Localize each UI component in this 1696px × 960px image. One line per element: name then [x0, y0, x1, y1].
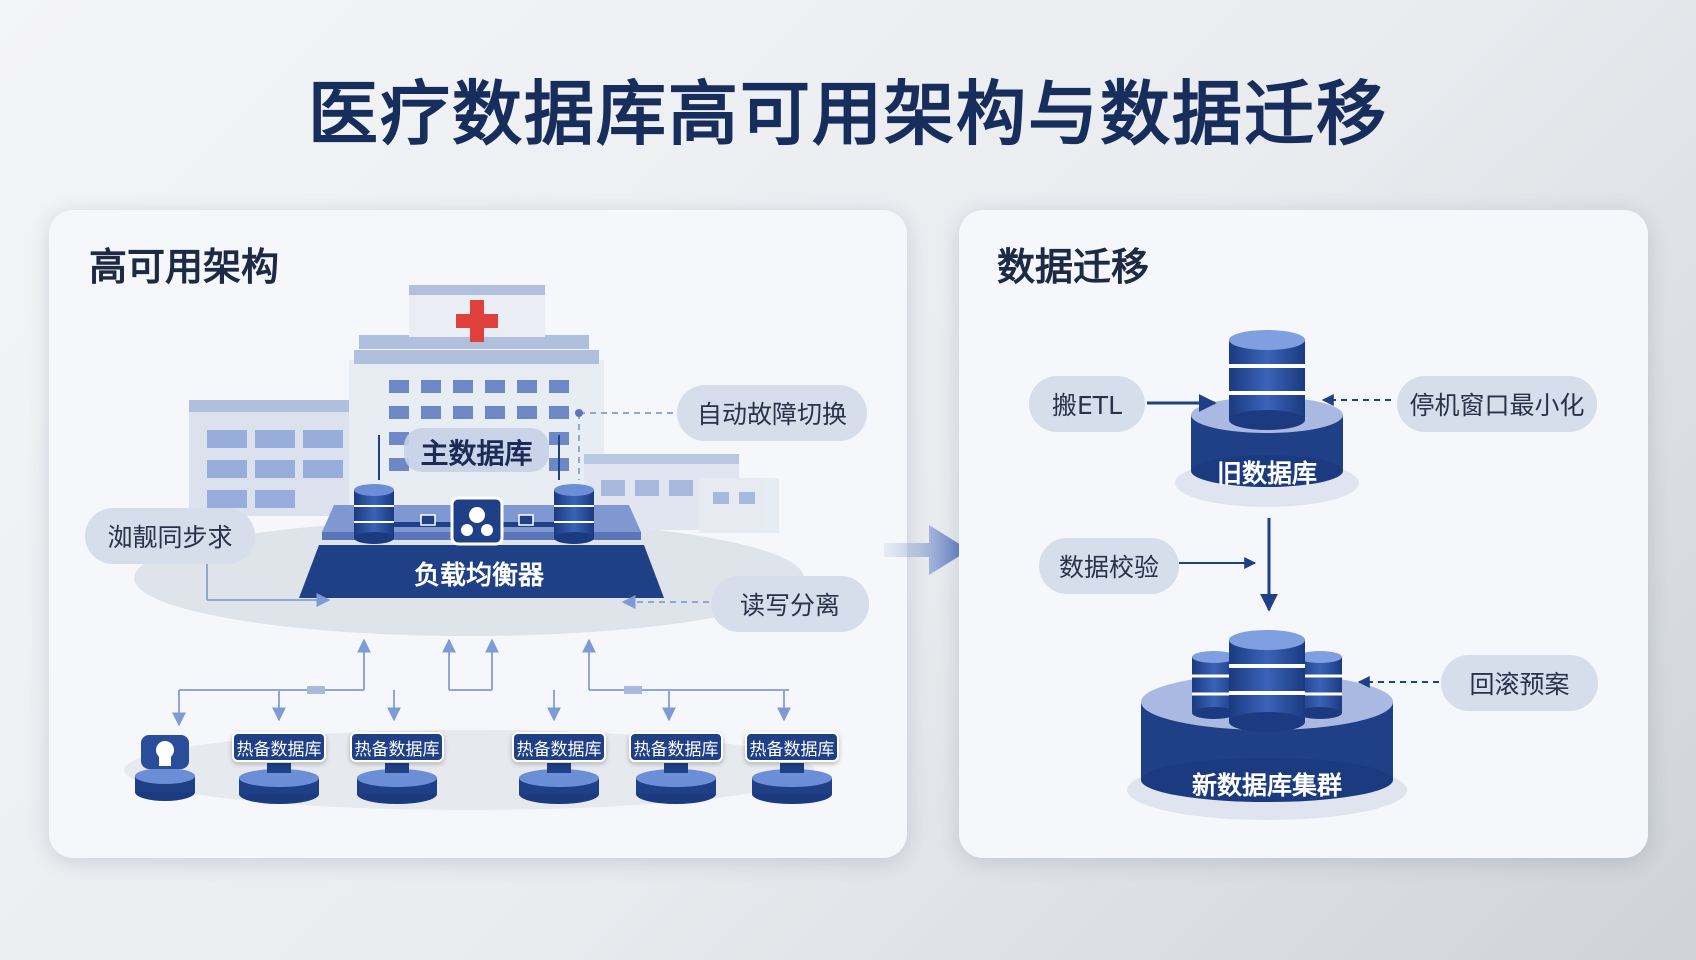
cluster-db-right-icon	[1298, 651, 1342, 719]
page-title: 医疗数据库高可用架构与数据迁移	[308, 73, 1388, 155]
cluster-hub-icon	[450, 496, 504, 546]
auto-failover-callout: 自动故障切换	[677, 385, 867, 441]
etl-callout: 搬ETL	[1029, 376, 1145, 432]
primary-db-badge	[404, 428, 549, 472]
transition-arrow-icon	[884, 525, 969, 575]
data-migration-title: 数据迁移	[997, 245, 1150, 289]
high-availability-panel: 高可用架构	[49, 210, 907, 858]
load-balancer-label: 负载均衡器	[413, 561, 544, 591]
service-node-icon	[135, 735, 195, 801]
primary-db-label: 主数据库	[420, 437, 533, 470]
downtime-callout: 停机窗口最小化	[1397, 376, 1597, 432]
migration-diagram	[1127, 330, 1439, 820]
standby-node-label-5: 热备数据库	[745, 732, 839, 762]
primary-db-left-icon	[354, 484, 394, 544]
rollback-callout: 回滚预案	[1441, 655, 1598, 711]
cluster-db-left-icon	[1192, 651, 1236, 719]
old-db-icon	[1229, 330, 1305, 430]
standby-node-label-4: 热备数据库	[629, 732, 723, 762]
data-migration-panel: 数据迁移	[959, 210, 1648, 858]
primary-db-right-icon	[554, 484, 594, 544]
red-cross-icon	[456, 300, 498, 342]
high-availability-title: 高可用架构	[89, 245, 280, 289]
sync-callout: 洳靓同步求	[85, 508, 255, 564]
new-cluster-base	[1127, 674, 1407, 820]
standby-node-label-3: 热备数据库	[512, 732, 606, 762]
old-db-base	[1175, 397, 1359, 507]
validate-callout: 数据校验	[1039, 538, 1179, 594]
standby-node-label-2: 热备数据库	[350, 732, 444, 762]
cluster-db-center-icon	[1229, 630, 1305, 732]
node-uplinks	[172, 638, 791, 727]
new-db-label: 新数据库集群	[1191, 771, 1342, 800]
old-db-label: 旧数据库	[1216, 459, 1317, 488]
rw-split-callout: 读写分离	[711, 576, 869, 632]
standby-node-label-1: 热备数据库	[232, 732, 326, 762]
